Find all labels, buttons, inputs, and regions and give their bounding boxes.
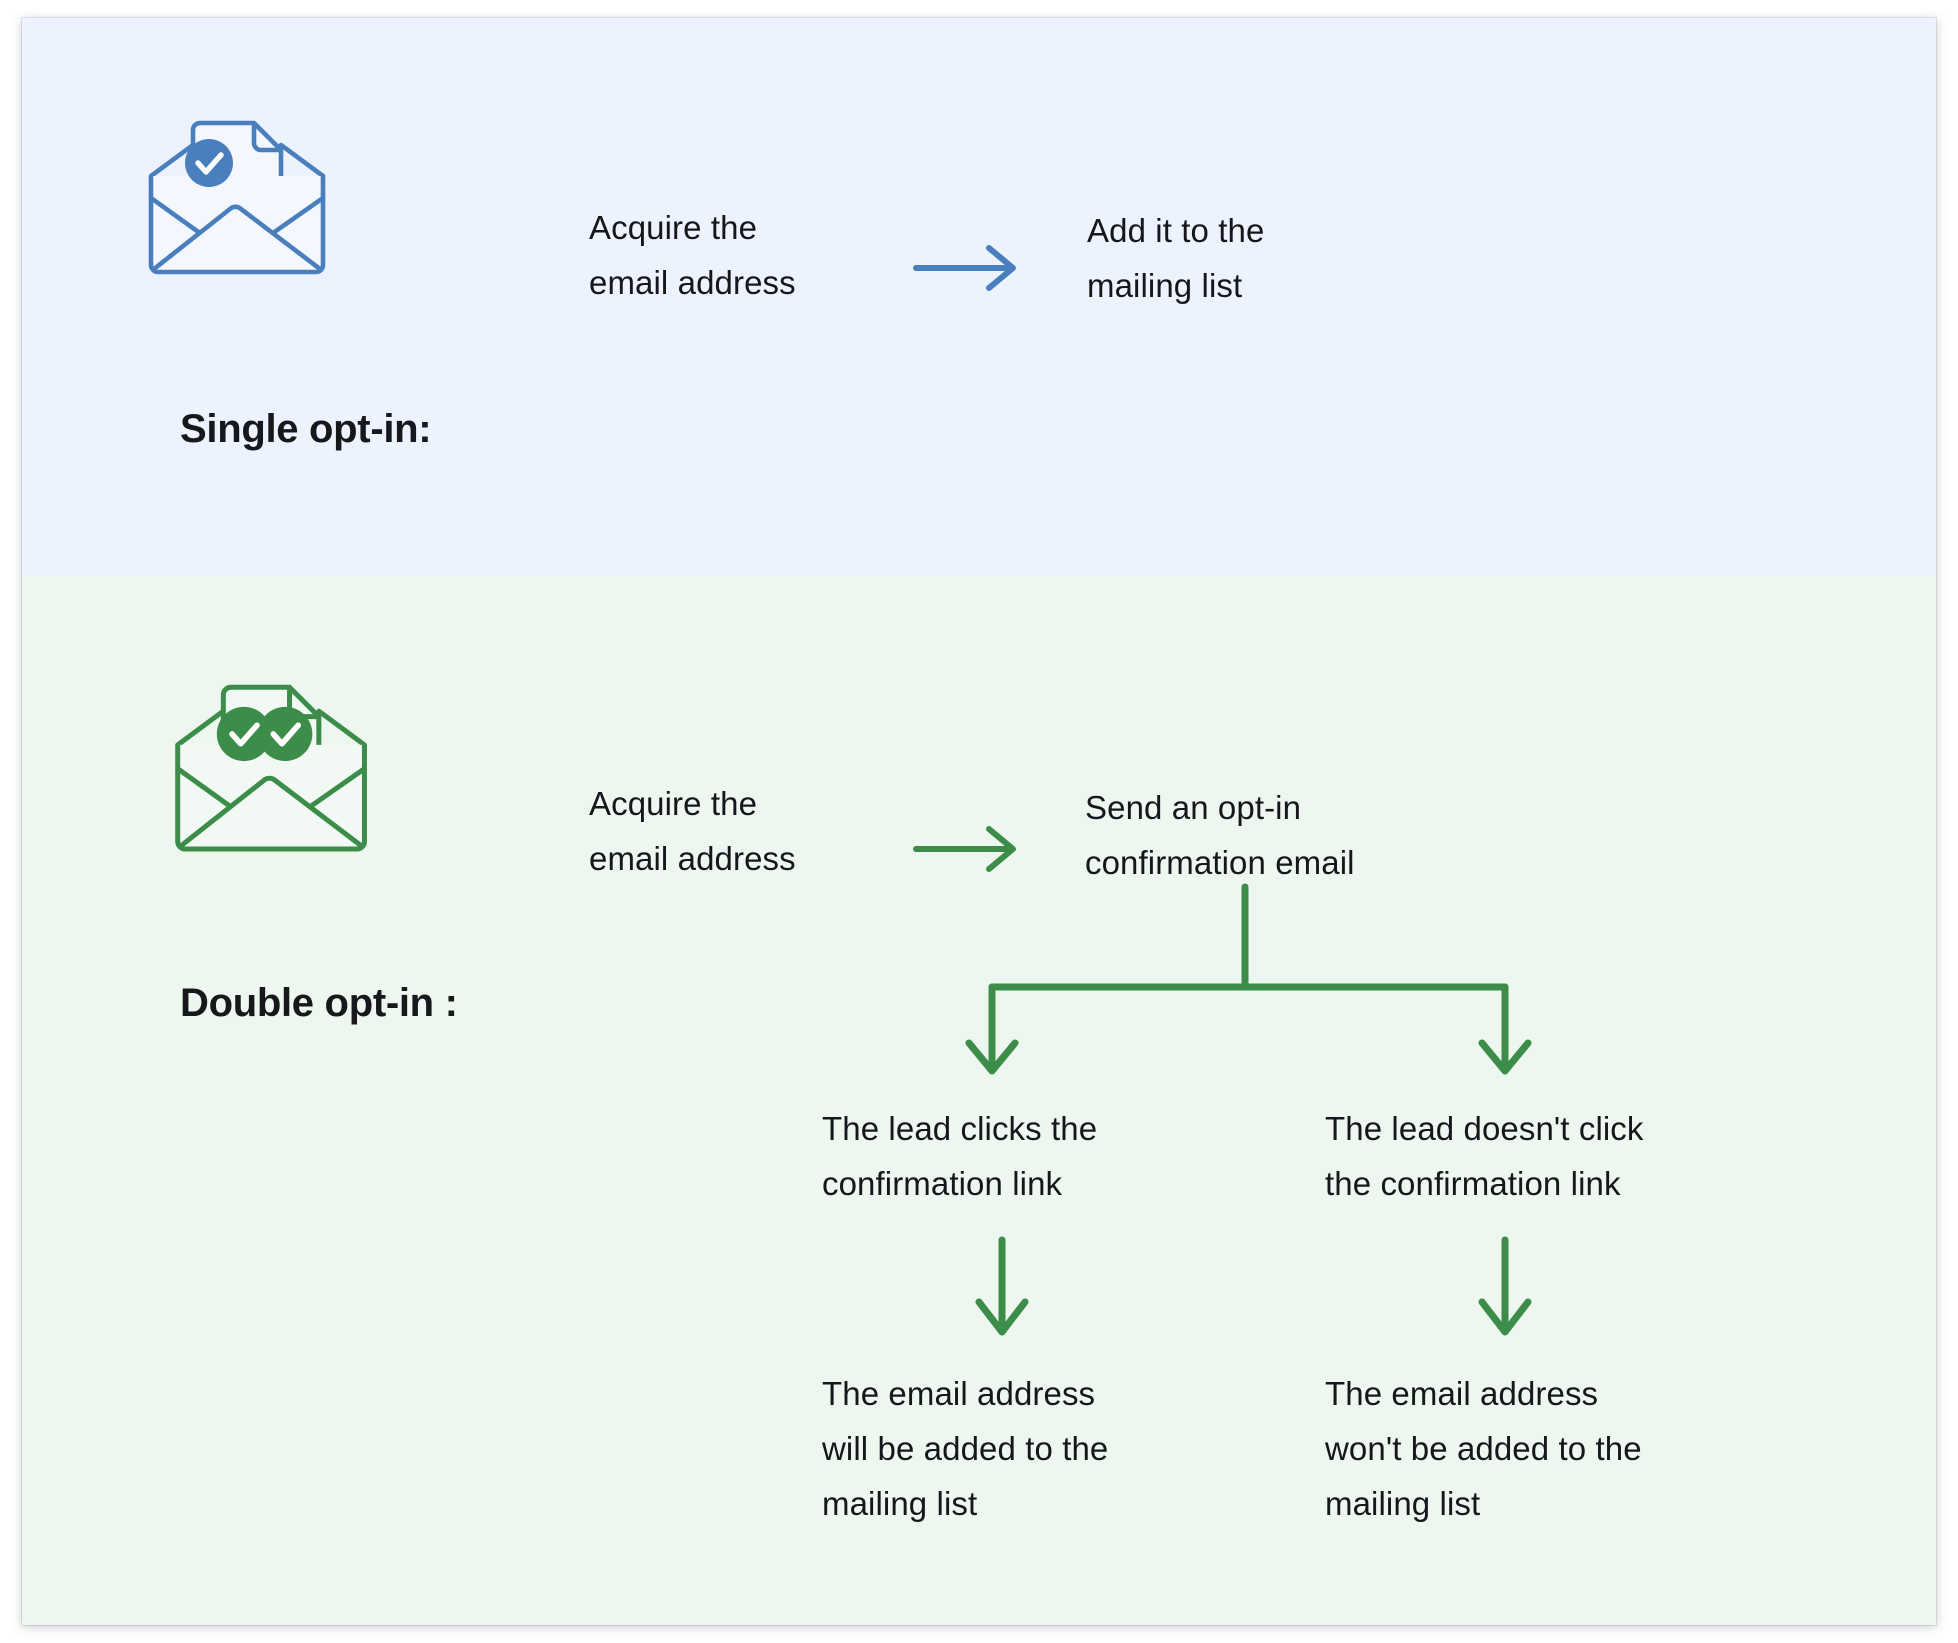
step-text-lead-doesnt-click-confirmation: The lead doesn't click the confirmation …	[1325, 1110, 1644, 1202]
envelope-double-check-icon	[170, 671, 370, 861]
arrow-noclick-to-notadded-icon	[1478, 1236, 1532, 1336]
heading-single-opt-in: Single opt-in:	[180, 407, 432, 451]
step-text-acquire-email-single: Acquire the email address	[589, 209, 796, 301]
heading-double-opt-in: Double opt-in :	[180, 981, 458, 1025]
arrow-acquire-to-add-icon	[913, 245, 1016, 291]
step-text-acquire-email-double: Acquire the email address	[589, 785, 796, 877]
step-text-send-confirmation-email: Send an opt-in confirmation email	[1085, 789, 1355, 881]
section-single-opt-in: Acquire the email address Add it to the …	[22, 18, 1936, 576]
step-text-add-to-mailing-list: Add it to the mailing list	[1087, 212, 1265, 304]
section-double-opt-in: Acquire the email address Send an opt-in…	[22, 576, 1936, 1625]
step-text-will-be-added: The email address will be added to the m…	[822, 1375, 1109, 1522]
branch-split-connector-icon	[965, 883, 1532, 1075]
diagram-frame: Acquire the email address Add it to the …	[22, 18, 1936, 1625]
step-text-lead-clicks-confirmation: The lead clicks the confirmation link	[822, 1110, 1098, 1202]
arrow-clicks-to-added-icon	[975, 1236, 1029, 1336]
envelope-single-check-icon	[146, 108, 326, 283]
arrow-acquire-to-send-icon	[913, 826, 1016, 872]
step-text-wont-be-added: The email address won't be added to the …	[1325, 1375, 1642, 1522]
